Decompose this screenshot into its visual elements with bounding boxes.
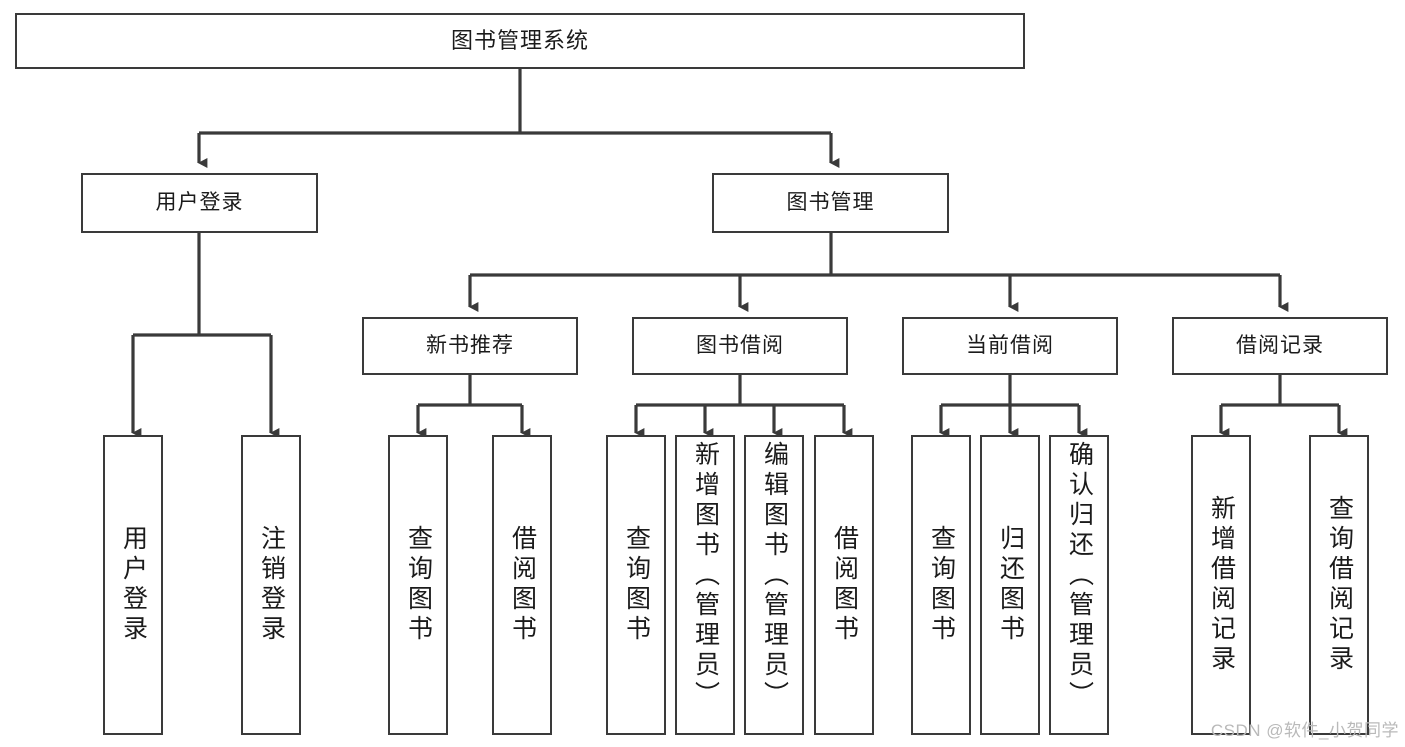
node-label: 借阅图书 [830, 525, 859, 645]
node-current-borrow[interactable]: 当前借阅 [902, 317, 1118, 375]
node-label: 查询图书 [927, 525, 956, 645]
node-label: 借阅记录 [1236, 333, 1324, 357]
node-label: 新增图书（管理员） [691, 441, 720, 711]
node-leaf-borrow-book-1[interactable]: 借阅图书 [492, 435, 552, 735]
node-label: 图书借阅 [696, 333, 784, 357]
node-leaf-user-login[interactable]: 用户登录 [103, 435, 163, 735]
node-label: 用户登录 [119, 525, 148, 645]
node-new-book-recommend[interactable]: 新书推荐 [362, 317, 578, 375]
node-label: 图书管理系统 [450, 28, 589, 54]
node-user-login[interactable]: 用户登录 [81, 173, 318, 233]
node-label: 查询图书 [404, 525, 433, 645]
node-book-manage[interactable]: 图书管理 [712, 173, 949, 233]
node-root-book-management-system[interactable]: 图书管理系统 [15, 13, 1025, 69]
node-book-borrow[interactable]: 图书借阅 [632, 317, 848, 375]
csdn-watermark: CSDN @软件_小贺同学 [1210, 721, 1399, 740]
node-leaf-query-book-2[interactable]: 查询图书 [606, 435, 666, 735]
node-leaf-borrow-book-2[interactable]: 借阅图书 [814, 435, 874, 735]
node-leaf-add-record[interactable]: 新增借阅记录 [1191, 435, 1251, 735]
node-label: 查询图书 [622, 525, 651, 645]
node-label: 归还图书 [996, 525, 1025, 645]
node-label: 新增借阅记录 [1207, 495, 1236, 675]
node-borrow-record[interactable]: 借阅记录 [1172, 317, 1388, 375]
node-label: 注销登录 [257, 525, 286, 645]
node-leaf-query-book-1[interactable]: 查询图书 [388, 435, 448, 735]
node-label: 用户登录 [155, 190, 244, 214]
node-leaf-add-book[interactable]: 新增图书（管理员） [675, 435, 735, 735]
node-label: 图书管理 [786, 190, 875, 214]
node-label: 查询借阅记录 [1325, 495, 1354, 675]
node-leaf-query-record[interactable]: 查询借阅记录 [1309, 435, 1369, 735]
node-label: 确认归还（管理员） [1065, 441, 1094, 711]
node-label: 当前借阅 [966, 333, 1054, 357]
node-leaf-edit-book[interactable]: 编辑图书（管理员） [744, 435, 804, 735]
node-leaf-confirm-return[interactable]: 确认归还（管理员） [1049, 435, 1109, 735]
node-label: 借阅图书 [508, 525, 537, 645]
node-leaf-query-book-3[interactable]: 查询图书 [911, 435, 971, 735]
node-label: 新书推荐 [426, 333, 514, 357]
node-leaf-return-book[interactable]: 归还图书 [980, 435, 1040, 735]
node-label: 编辑图书（管理员） [760, 441, 789, 711]
node-leaf-user-logout[interactable]: 注销登录 [241, 435, 301, 735]
